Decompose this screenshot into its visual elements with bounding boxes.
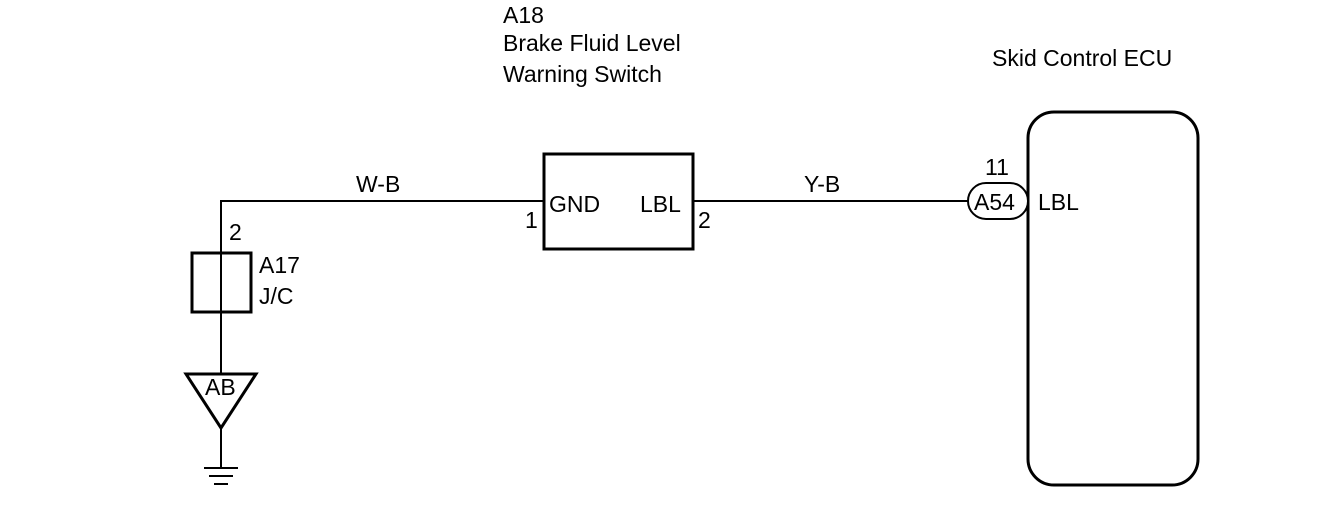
wire-left-upper: [220, 200, 543, 252]
switch-code: A18: [503, 2, 544, 28]
switch-pin-right-label: LBL: [640, 191, 681, 217]
wire-right-color: Y-B: [804, 171, 840, 197]
ecu-pin-label: LBL: [1038, 189, 1079, 215]
wire-left-color: W-B: [356, 171, 400, 197]
switch-box: [542, 152, 695, 251]
switch-name-line2: Warning Switch: [503, 61, 662, 87]
ecu-name: Skid Control ECU: [992, 45, 1172, 71]
switch-name-line1: Brake Fluid Level: [503, 30, 681, 56]
ecu-connector: [967, 182, 1029, 220]
ecu-box: [1026, 110, 1200, 487]
junction-code: A17: [259, 252, 300, 278]
switch-pin-left-label: GND: [549, 191, 600, 217]
junction-pin-number: 2: [229, 219, 242, 245]
ground-icon: [204, 467, 238, 485]
switch-pin-right-number: 2: [698, 207, 711, 233]
ground-point-label: AB: [205, 374, 236, 400]
ground-point-triangle: [183, 372, 259, 431]
ecu-connector-code: A54: [974, 189, 1015, 215]
switch-pin-left-number: 1: [525, 207, 538, 233]
ecu-pin-number: 11: [985, 154, 1009, 180]
junction-name: J/C: [259, 283, 294, 309]
